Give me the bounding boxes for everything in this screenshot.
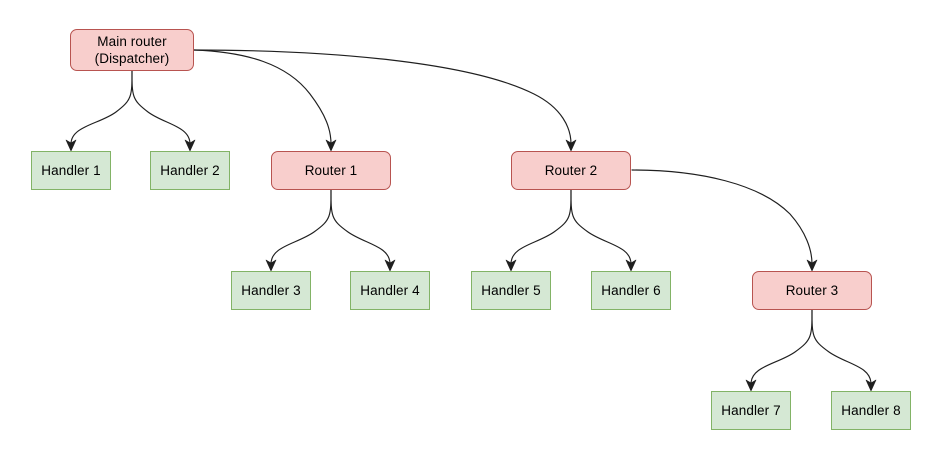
edge-r3-to-h7 bbox=[750, 309, 813, 385]
arrowhead-icon bbox=[745, 379, 757, 392]
edge-main-to-r1 bbox=[193, 49, 332, 145]
arrowhead-icon bbox=[384, 259, 396, 272]
node-h6[interactable]: Handler 6 bbox=[591, 271, 671, 310]
node-h5[interactable]: Handler 5 bbox=[471, 271, 551, 310]
arrowhead-icon bbox=[65, 139, 77, 152]
node-r3[interactable]: Router 3 bbox=[752, 271, 872, 310]
edge-main-to-h2 bbox=[131, 70, 191, 145]
arrowhead-icon bbox=[806, 259, 818, 272]
edge-main-to-r2 bbox=[193, 49, 572, 145]
edge-r2-to-r3 bbox=[631, 169, 813, 265]
arrowhead-icon bbox=[505, 259, 517, 272]
arrowhead-icon bbox=[865, 379, 877, 392]
node-h8[interactable]: Handler 8 bbox=[831, 391, 911, 430]
node-main[interactable]: Main router (Dispatcher) bbox=[70, 29, 194, 71]
arrowhead-icon bbox=[325, 139, 337, 152]
edge-r1-to-h3 bbox=[270, 189, 332, 265]
edge-paths bbox=[70, 49, 872, 385]
edge-r2-to-h5 bbox=[510, 189, 572, 265]
node-h4[interactable]: Handler 4 bbox=[350, 271, 430, 310]
arrowhead-icon bbox=[265, 259, 277, 272]
arrowhead-icon bbox=[565, 139, 577, 152]
node-r1[interactable]: Router 1 bbox=[271, 151, 391, 190]
node-h7[interactable]: Handler 7 bbox=[711, 391, 791, 430]
edge-main-to-h1 bbox=[70, 70, 133, 145]
node-h1[interactable]: Handler 1 bbox=[31, 151, 111, 190]
edge-r2-to-h6 bbox=[570, 189, 632, 265]
edge-r3-to-h8 bbox=[811, 309, 872, 385]
node-r2[interactable]: Router 2 bbox=[511, 151, 631, 190]
node-h3[interactable]: Handler 3 bbox=[231, 271, 311, 310]
node-h2[interactable]: Handler 2 bbox=[150, 151, 230, 190]
arrowhead-icon bbox=[184, 139, 196, 152]
arrowhead-icon bbox=[625, 259, 637, 272]
edge-r1-to-h4 bbox=[330, 189, 391, 265]
